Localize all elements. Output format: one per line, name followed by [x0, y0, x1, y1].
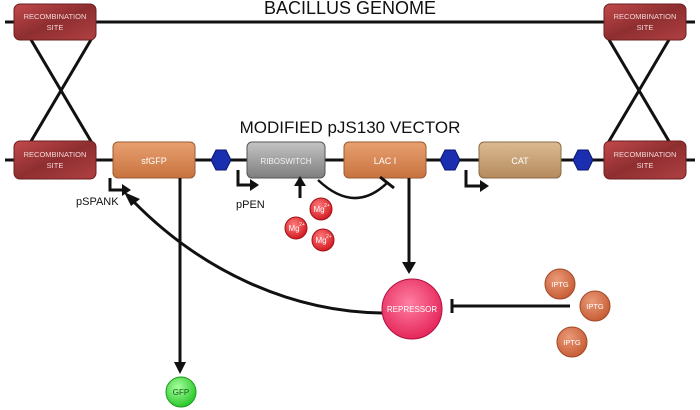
iptg-molecule: IPTG [556, 326, 588, 358]
repressor-protein: REPRESSOR [381, 278, 443, 340]
recombination-site-vector-left: RECOMBINATION SITE [13, 140, 97, 180]
gfp-protein: GFP [165, 376, 197, 408]
svg-text:RECOMBINATION: RECOMBINATION [614, 150, 677, 159]
recombination-site-genome-left: RECOMBINATION SITE [13, 3, 97, 41]
terminator-hexagon [210, 149, 232, 171]
gene-sfgfp: sfGFP [112, 141, 196, 179]
mg-ion: Mg 2+ [284, 216, 308, 240]
mg-ion: Mg 2+ [309, 197, 333, 221]
terminator-hexagon [439, 149, 461, 171]
promoter-pspank-label: pSPANK [76, 196, 119, 208]
svg-text:2+: 2+ [326, 234, 332, 240]
laci-to-repressor-arrow [402, 178, 416, 274]
promoter-pspank-arrow [108, 178, 131, 196]
svg-text:RECOMBINATION: RECOMBINATION [24, 150, 87, 159]
crossover-right [606, 37, 672, 144]
iptg-molecule: IPTG [579, 290, 611, 322]
svg-text:sfGFP: sfGFP [141, 156, 167, 166]
svg-text:Mg: Mg [315, 236, 326, 245]
svg-text:Mg: Mg [288, 224, 299, 233]
svg-text:IPTG: IPTG [551, 280, 569, 289]
vector-title: MODIFIED pJS130 VECTOR [239, 118, 461, 137]
crossover-left [28, 37, 94, 144]
svg-text:REPRESSOR: REPRESSOR [387, 305, 437, 314]
svg-text:IPTG: IPTG [563, 338, 581, 347]
terminator-hexagon [572, 149, 594, 171]
gene-cat: CAT [478, 141, 562, 179]
mg-ion: Mg 2+ [311, 228, 335, 252]
riboswitch-inhibits-laci [317, 175, 395, 200]
svg-text:SITE: SITE [637, 161, 654, 170]
svg-text:CAT: CAT [511, 156, 529, 166]
repressor-inhibits-pspank [124, 192, 383, 315]
iptg-inhibits-repressor [450, 299, 570, 313]
svg-text:RECOMBINATION: RECOMBINATION [614, 12, 677, 21]
svg-text:SITE: SITE [47, 161, 64, 170]
mg-binding-arrow [294, 176, 306, 198]
gene-riboswitch: RIBOSWITCH [246, 141, 326, 179]
svg-text:GFP: GFP [173, 388, 189, 397]
svg-text:SITE: SITE [637, 23, 654, 32]
svg-text:Mg: Mg [313, 205, 324, 214]
svg-text:LAC I: LAC I [374, 156, 397, 166]
sfgfp-to-gfp-arrow [174, 178, 186, 374]
svg-text:RIBOSWITCH: RIBOSWITCH [260, 157, 311, 166]
gene-laci: LAC I [343, 141, 427, 179]
promoter-ppen-arrow [236, 170, 259, 191]
svg-text:2+: 2+ [324, 203, 330, 209]
promoter-cat-arrow [464, 170, 489, 192]
svg-text:2+: 2+ [299, 222, 305, 228]
iptg-molecule: IPTG [544, 268, 576, 300]
svg-text:SITE: SITE [47, 23, 64, 32]
promoter-ppen-label: pPEN [236, 199, 265, 211]
recombination-site-vector-right: RECOMBINATION SITE [603, 140, 687, 180]
genome-title: BACILLUS GENOME [263, 0, 437, 18]
svg-text:RECOMBINATION: RECOMBINATION [24, 12, 87, 21]
svg-text:IPTG: IPTG [586, 302, 604, 311]
recombination-site-genome-right: RECOMBINATION SITE [603, 3, 687, 41]
